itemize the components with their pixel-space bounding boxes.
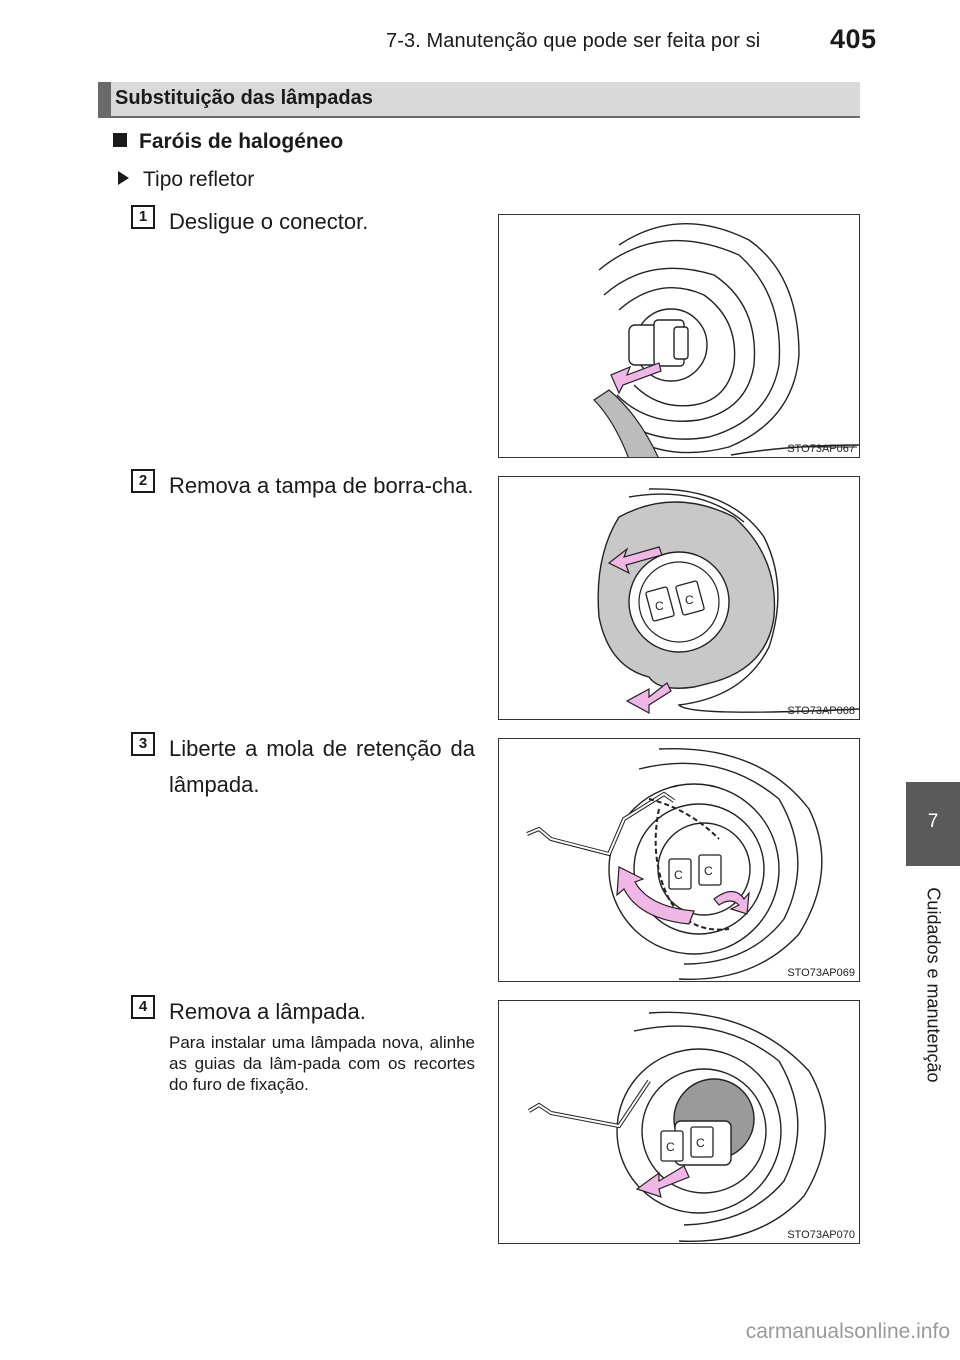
- running-header: 7-3. Manutenção que pode ser feita por s…: [386, 30, 761, 52]
- figure-step-4: C C STO73AP070: [498, 1000, 860, 1244]
- illustration-disconnect-connector: [593, 223, 859, 457]
- step-number-4: 4: [131, 995, 155, 1019]
- section-title: Substituição das lâmpadas: [115, 87, 373, 109]
- svg-text:C: C: [685, 593, 694, 607]
- svg-text:C: C: [655, 599, 664, 613]
- step-4-note: Para instalar uma lâmpada nova, alinhe a…: [169, 1033, 475, 1094]
- svg-text:C: C: [674, 868, 683, 882]
- chapter-label-text: Cuidados e manutenção: [923, 887, 944, 1083]
- step-number-2: 2: [131, 469, 155, 493]
- step-number-3: 3: [131, 732, 155, 756]
- figure-code: STO73AP067: [787, 443, 855, 455]
- illustration-release-retaining-spring: C C: [526, 747, 823, 980]
- figure-code: STO73AP070: [787, 1229, 855, 1241]
- figure-code: STO73AP069: [787, 967, 855, 979]
- chapter-label: Cuidados e manutenção: [908, 870, 958, 1100]
- svg-text:C: C: [666, 1140, 675, 1154]
- section-bar-stripe: [98, 82, 111, 116]
- svg-text:C: C: [696, 1136, 705, 1150]
- watermark: carmanualsonline.info: [745, 1320, 950, 1343]
- subsubheading: Tipo refletor: [118, 168, 254, 192]
- illustration-remove-rubber-cover: C C: [597, 488, 859, 715]
- figure-step-3: C C STO73AP069: [498, 738, 860, 982]
- step-number-1: 1: [131, 205, 155, 229]
- square-bullet-icon: [113, 133, 127, 147]
- svg-text:C: C: [704, 864, 713, 878]
- chapter-tab: 7: [906, 782, 960, 866]
- chapter-number: 7: [927, 811, 939, 832]
- subsubheading-text: Tipo refletor: [143, 168, 255, 191]
- triangle-bullet-icon: [118, 171, 129, 185]
- subheading: Faróis de halogéneo: [113, 130, 343, 154]
- section-header-bar: Substituição das lâmpadas: [98, 82, 860, 118]
- step-3-text: Liberte a mola de retenção da lâmpada.: [169, 736, 475, 797]
- figure-step-2: C C STO73AP068: [498, 476, 860, 720]
- figure-code: STO73AP068: [787, 705, 855, 717]
- illustration-remove-bulb: C C: [527, 1011, 826, 1242]
- step-4-text: Remova a lâmpada.: [169, 999, 366, 1024]
- step-1-text: Desligue o conector.: [169, 209, 369, 234]
- page-number: 405: [830, 24, 877, 54]
- figure-step-1: STO73AP067: [498, 214, 860, 458]
- step-2-text: Remova a tampa de borra-cha.: [169, 473, 474, 498]
- subheading-text: Faróis de halogéneo: [139, 130, 344, 153]
